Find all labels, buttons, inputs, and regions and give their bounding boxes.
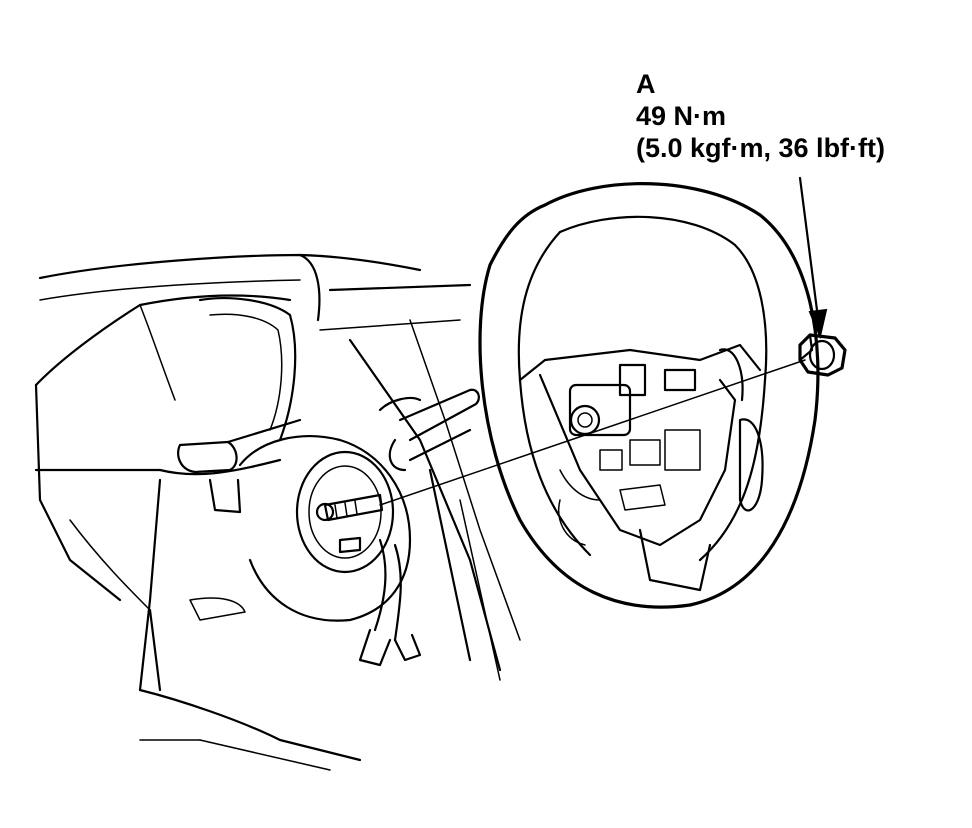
dashboard [34,253,521,771]
column-housing [238,435,422,667]
torque-metric: 49 N·m [636,101,727,131]
steering-nut [798,333,847,377]
axis-line [379,359,806,506]
torque-alternate-units: (5.0 kgf·m, 36 lbf·ft) [636,133,886,163]
combination-switch [177,388,480,514]
steering-wheel [478,182,820,609]
callout-arrow [798,176,828,340]
torque-callout: A 49 N·m (5.0 kgf·m, 36 lbf·ft) [636,68,885,164]
callout-letter: A [636,69,656,99]
